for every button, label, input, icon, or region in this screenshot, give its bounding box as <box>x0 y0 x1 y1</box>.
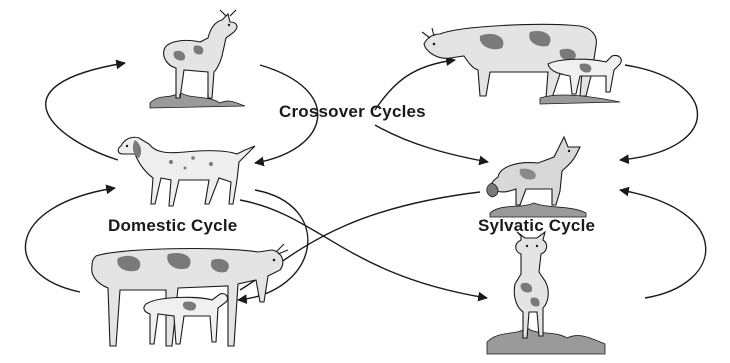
arrow-cow-to-fox <box>620 65 698 160</box>
arrow-crossover-to-fox <box>375 125 488 162</box>
sylvatic-cycle-label: Sylvatic Cycle <box>478 216 595 236</box>
arrow-crossover-to-deer-bottom <box>240 200 487 298</box>
fox-icon <box>487 137 586 217</box>
cow-with-calf-icon <box>422 24 621 104</box>
arrow-deer-to-fox <box>620 190 706 298</box>
arrow-dog-to-cow <box>238 190 308 300</box>
dog-icon <box>118 137 255 206</box>
deer-icon <box>150 10 245 108</box>
domestic-cycle-label: Domestic Cycle <box>108 216 237 236</box>
crossover-cycles-label: Crossover Cycles <box>279 102 426 122</box>
arrow-dog-to-deer-top <box>46 63 125 160</box>
arrow-crossover-lower <box>240 192 480 290</box>
cow-with-calf-icon <box>92 244 288 346</box>
deer-icon <box>487 232 605 354</box>
